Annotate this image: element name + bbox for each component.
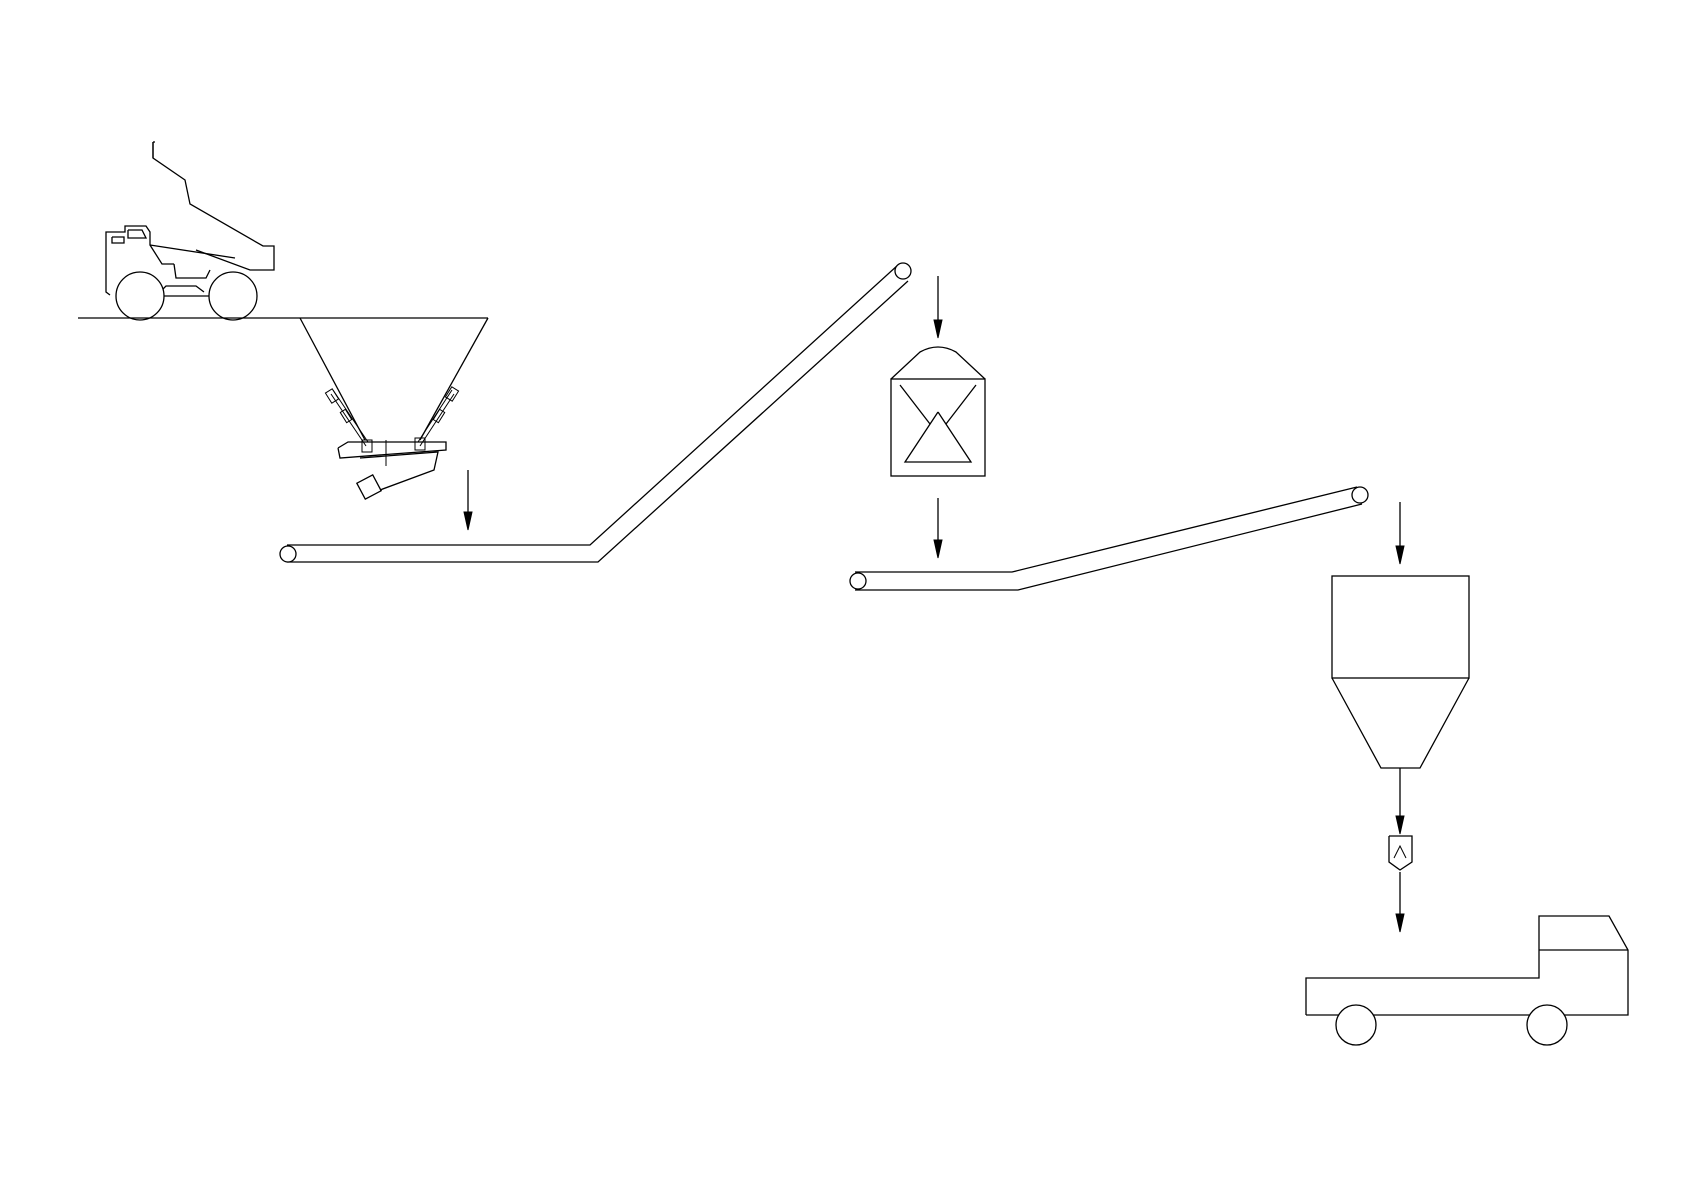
front-wheel-icon: [115, 271, 165, 321]
flow-arrow-conveyor-to-crusher: [933, 276, 943, 339]
flow-arrow-crusher-to-conveyor: [933, 498, 943, 559]
crusher-icon: [890, 346, 986, 477]
tail-pulley-icon: [849, 572, 867, 590]
truck-front-wheel-icon: [1335, 1004, 1377, 1046]
truck-icon: [1305, 915, 1629, 1046]
flow-arrow-conveyor-to-silo: [1395, 502, 1405, 565]
belt-conveyor-icon-1: [279, 262, 912, 563]
silo-icon: [1331, 575, 1470, 808]
rear-wheel-icon: [208, 271, 258, 321]
feeder-icon: [337, 437, 447, 501]
flow-arrow-silo-to-valve: [1395, 808, 1405, 835]
head-pulley-icon: [1351, 486, 1369, 504]
hopper-icon: [299, 317, 489, 447]
dump-truck-icon: [105, 141, 275, 321]
flow-arrow-valve-to-truck: [1395, 872, 1405, 933]
flow-arrow-feeder-to-conveyor: [463, 470, 473, 531]
tail-pulley-icon: [279, 545, 297, 563]
head-pulley-icon: [894, 262, 912, 280]
valve-icon: [1388, 835, 1413, 871]
flow-arrows: [463, 276, 1405, 933]
truck-rear-wheel-icon: [1526, 1004, 1568, 1046]
belt-conveyor-icon-2: [849, 486, 1369, 591]
